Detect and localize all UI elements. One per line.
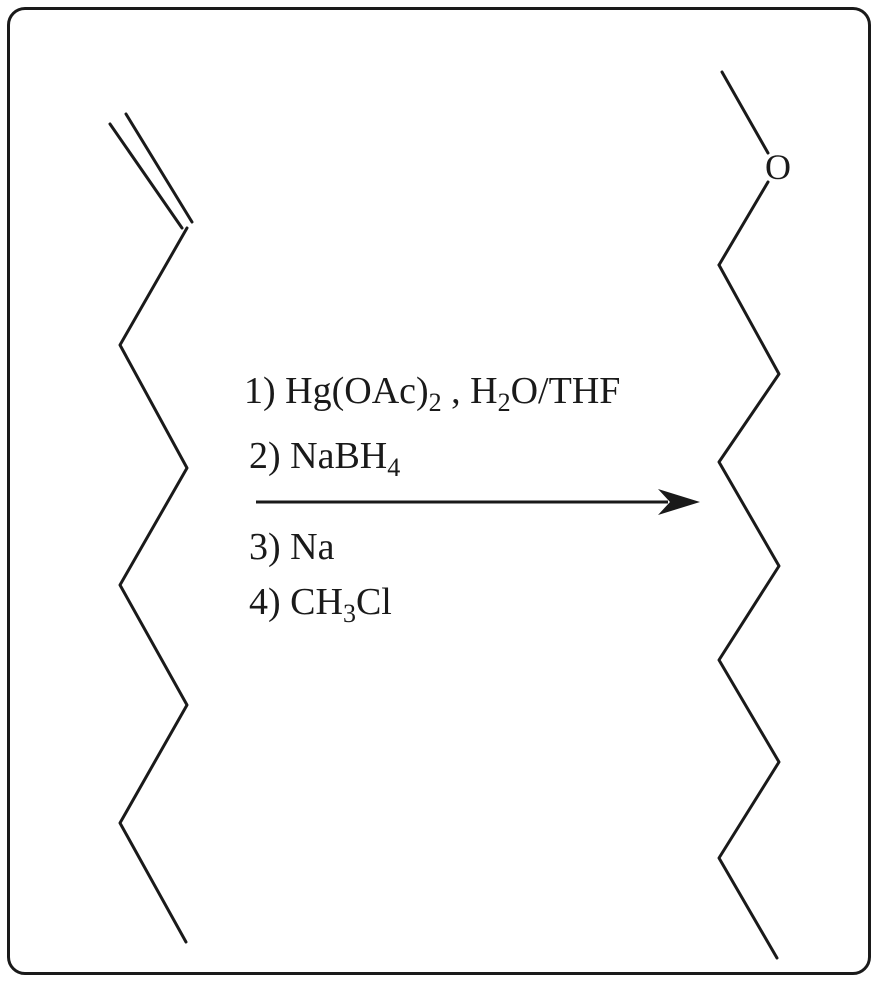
reagent-step-1: 1) Hg(OAc)2 , H2O/THF: [244, 370, 621, 416]
reagent-step-1-middle: , H: [441, 370, 498, 412]
reactant-alkene: [108, 112, 194, 944]
methyl-bond: [720, 70, 770, 155]
reagent-step-3: 3) Na: [249, 528, 334, 566]
reagent-step-1-subscript-a: 2: [428, 388, 442, 417]
reagent-step-1-prefix: 1) Hg(OAc): [244, 370, 429, 412]
double-bond-line-inner: [124, 112, 194, 224]
reagent-step-2-prefix: 2) NaBH: [249, 435, 388, 477]
reagent-step-2-subscript: 4: [387, 453, 401, 482]
arrow-head-icon: [658, 489, 700, 515]
reagent-step-4-suffix: Cl: [355, 581, 392, 623]
product-ether: [717, 70, 781, 960]
ether-chain: [717, 263, 781, 960]
reagent-step-2: 2) NaBH4: [249, 435, 400, 481]
reagent-step-1-subscript-b: 2: [497, 388, 511, 417]
oxygen-chain-bond: [717, 180, 770, 267]
oxygen-label: O: [765, 147, 791, 187]
reagent-step-4-subscript: 3: [342, 599, 356, 628]
scheme-frame: [7, 7, 871, 975]
reaction-arrow: [256, 489, 700, 515]
reagent-step-4: 4) CH3Cl: [249, 581, 392, 627]
reagent-step-1-suffix: O/THF: [510, 370, 621, 412]
double-bond-line-outer: [108, 122, 184, 230]
reagent-step-4-prefix: 4) CH: [249, 581, 343, 623]
alkene-chain: [118, 226, 189, 944]
reagent-step-3-text: 3) Na: [249, 526, 335, 568]
